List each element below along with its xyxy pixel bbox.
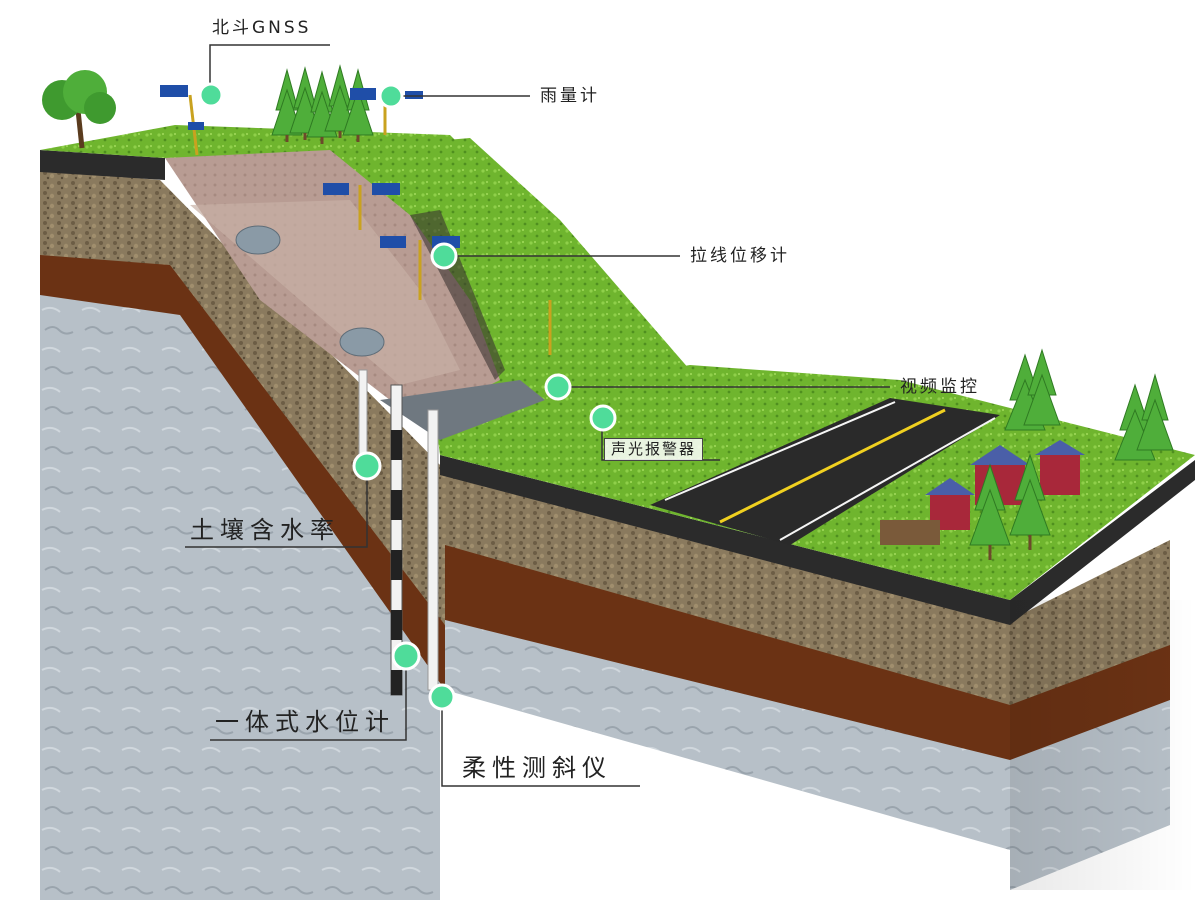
- rain-gauge-label: 雨量计: [540, 86, 600, 106]
- sound-light-alarm-label: 声光报警器: [604, 438, 704, 461]
- rain-gauge-marker[interactable]: [378, 83, 404, 109]
- gnss-marker[interactable]: [198, 82, 224, 108]
- clay-layer-front: [40, 250, 445, 690]
- water-level-label: 一体式水位计: [215, 708, 395, 736]
- road: [650, 398, 1000, 545]
- village-houses: [880, 440, 1085, 545]
- soil-moisture-label: 土壤含水率: [190, 516, 340, 544]
- soil-moisture-marker[interactable]: [352, 451, 382, 481]
- inclinometer-label: 柔性测斜仪: [462, 754, 612, 782]
- inclinometer-marker[interactable]: [428, 683, 456, 711]
- wire-displacement-label: 拉线位移计: [690, 246, 790, 266]
- round-tree: [42, 70, 116, 149]
- top-rim-front: [40, 150, 165, 180]
- bedrock-front: [40, 290, 440, 900]
- leader-lines: [185, 44, 890, 787]
- water-level-marker[interactable]: [391, 641, 421, 671]
- bedrock-side: [445, 620, 1170, 890]
- wire-displacement-marker[interactable]: [430, 242, 458, 270]
- retaining-wall: [380, 380, 545, 440]
- sensor-markers[interactable]: [198, 82, 617, 711]
- soil-layer-side: [445, 470, 1170, 705]
- video-monitor-marker[interactable]: [544, 373, 572, 401]
- monitoring-poles: [160, 85, 552, 355]
- gnss-label: 北斗GNSS: [212, 18, 312, 38]
- video-monitor-label: 视频监控: [900, 377, 980, 397]
- alarm-marker[interactable]: [589, 404, 617, 432]
